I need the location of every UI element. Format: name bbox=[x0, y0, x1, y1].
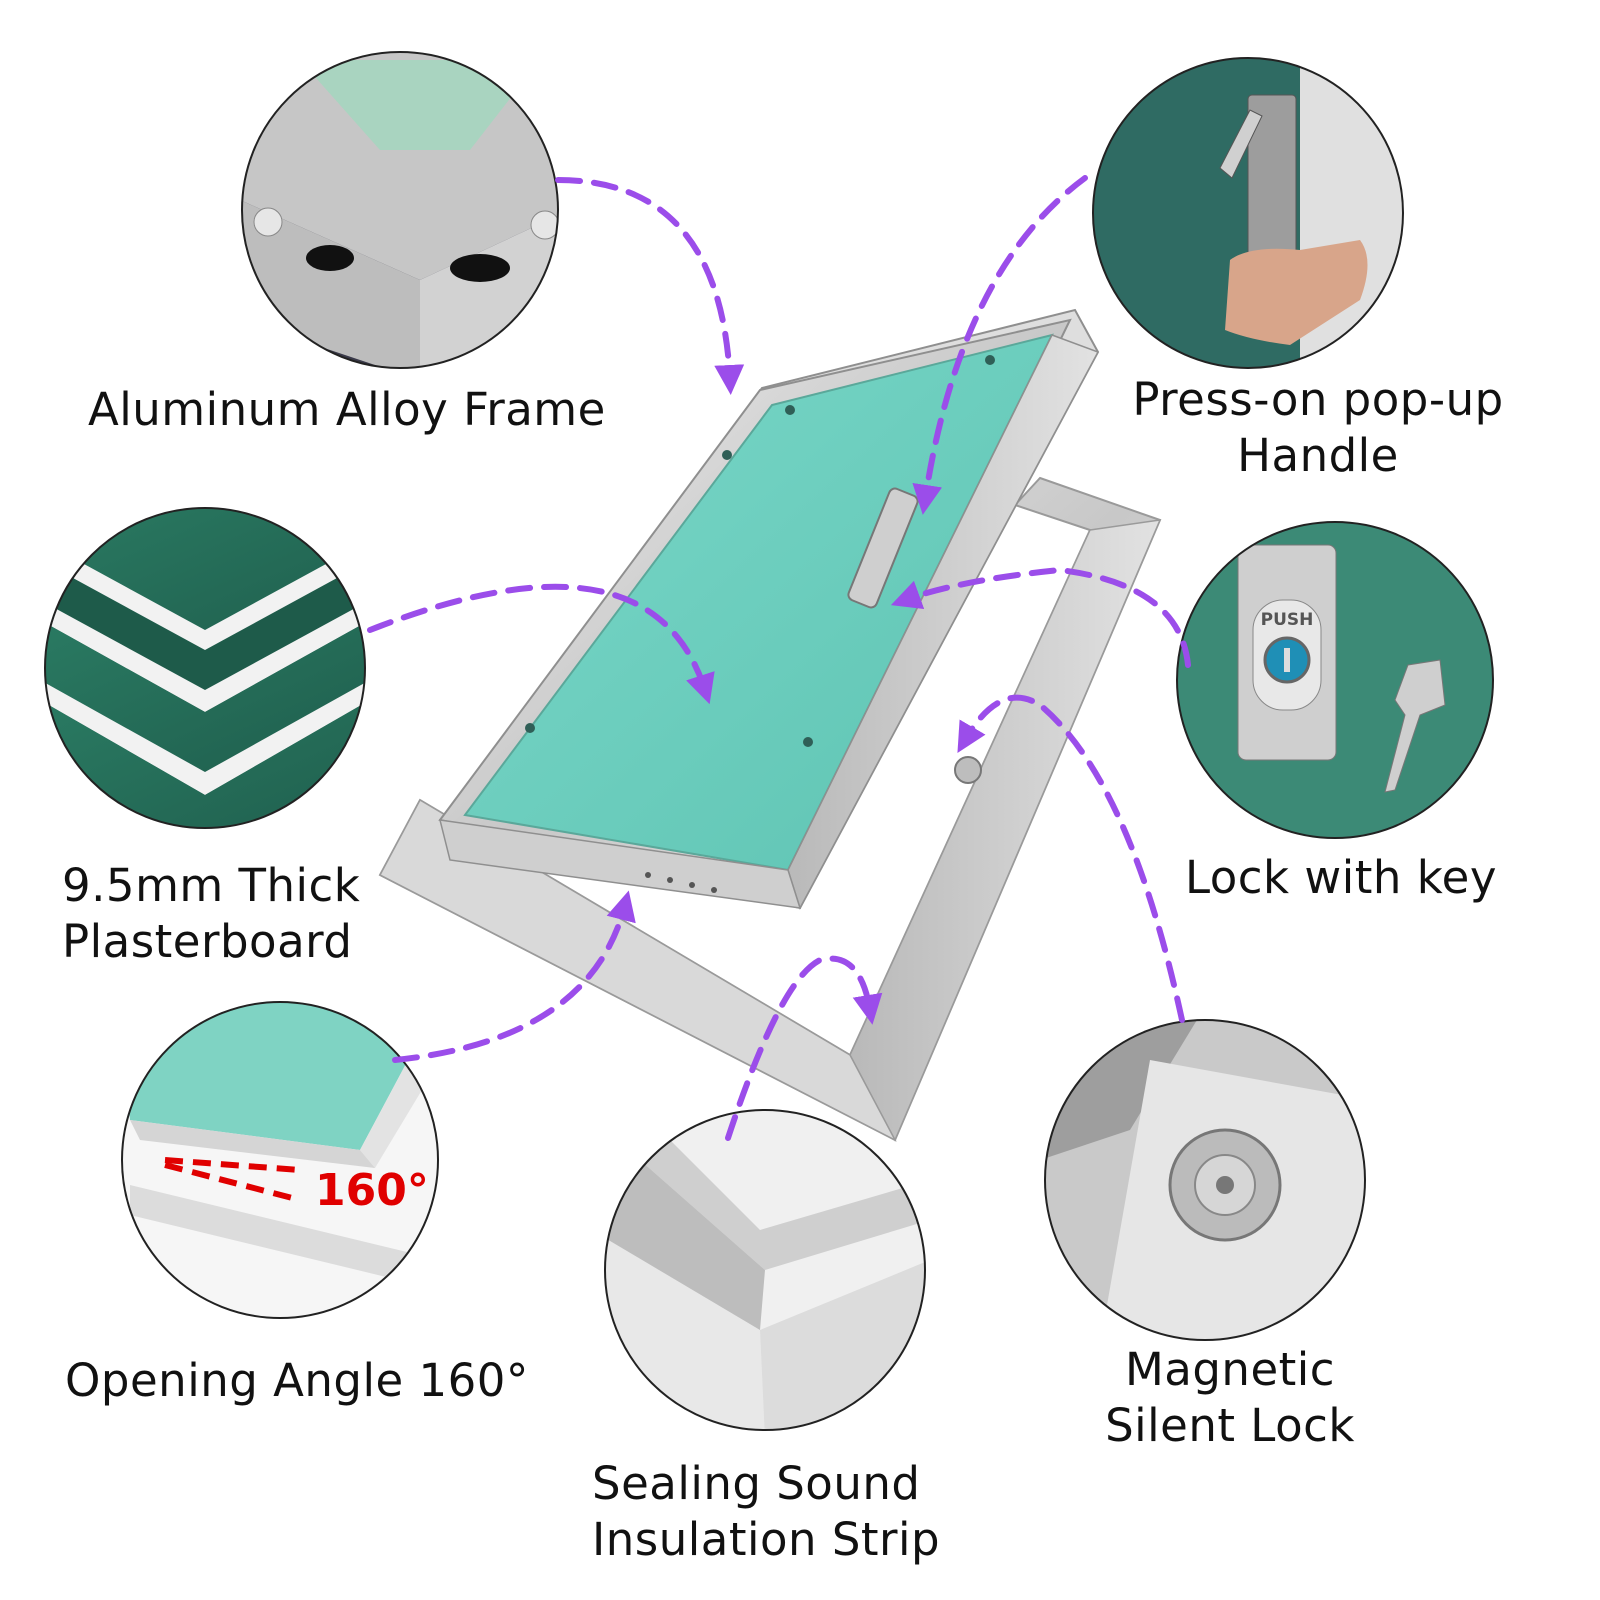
detail-frame-corner bbox=[241, 51, 559, 369]
label-opening-angle: Opening Angle 160° bbox=[65, 1353, 529, 1409]
access-panel-illustration bbox=[378, 308, 1162, 1142]
door-panel bbox=[438, 308, 1100, 910]
detail-sealing-strip bbox=[604, 1109, 926, 1431]
arrow-strip bbox=[725, 955, 883, 1141]
outer-frame bbox=[378, 476, 1162, 1142]
label-magnetic-lock: Magnetic Silent Lock bbox=[1045, 1342, 1415, 1454]
label-line: Plasterboard bbox=[62, 915, 353, 968]
label-line: Sealing Sound bbox=[592, 1457, 921, 1510]
magnet-catch bbox=[954, 756, 982, 784]
label-line: Handle bbox=[1237, 429, 1399, 482]
label-plasterboard: 9.5mm Thick Plasterboard bbox=[62, 858, 360, 970]
label-line: Insulation Strip bbox=[592, 1513, 941, 1566]
arrow-plasterboard bbox=[367, 583, 715, 705]
push-text: PUSH bbox=[1261, 610, 1314, 630]
label-line: Press-on pop-up bbox=[1132, 373, 1504, 426]
detail-magnetic-lock bbox=[1044, 1019, 1366, 1341]
label-lock-key: Lock with key bbox=[1185, 850, 1497, 906]
label-line: Lock with key bbox=[1185, 851, 1497, 904]
detail-plasterboard-layers bbox=[44, 507, 366, 829]
label-line: 9.5mm Thick bbox=[62, 859, 361, 912]
detail-lock-key: PUSH bbox=[1176, 521, 1494, 839]
label-sealing-strip: Sealing Sound Insulation Strip bbox=[592, 1456, 940, 1568]
callout-arrows bbox=[367, 175, 1191, 1141]
arrow-lock bbox=[890, 566, 1191, 668]
arrow-angle bbox=[392, 890, 636, 1063]
detail-popup-handle bbox=[1092, 57, 1404, 369]
arrow-magnet bbox=[957, 694, 1185, 1023]
label-line: Magnetic bbox=[1124, 1343, 1336, 1396]
angle-line-top bbox=[164, 1157, 301, 1173]
label-aluminum-frame: Aluminum Alloy Frame bbox=[88, 382, 606, 438]
label-popup-handle: Press-on pop-up Handle bbox=[1118, 372, 1518, 484]
arrow-frame bbox=[555, 177, 745, 395]
label-line: Opening Angle 160° bbox=[65, 1354, 529, 1407]
angle-value: 160° bbox=[315, 1165, 429, 1216]
angle-line-bottom bbox=[164, 1162, 301, 1203]
label-line: Silent Lock bbox=[1105, 1399, 1355, 1452]
detail-opening-angle: 160° bbox=[121, 1001, 439, 1319]
handle-recess bbox=[847, 487, 919, 609]
label-line: Aluminum Alloy Frame bbox=[88, 383, 606, 436]
arrow-handle bbox=[912, 175, 1088, 515]
